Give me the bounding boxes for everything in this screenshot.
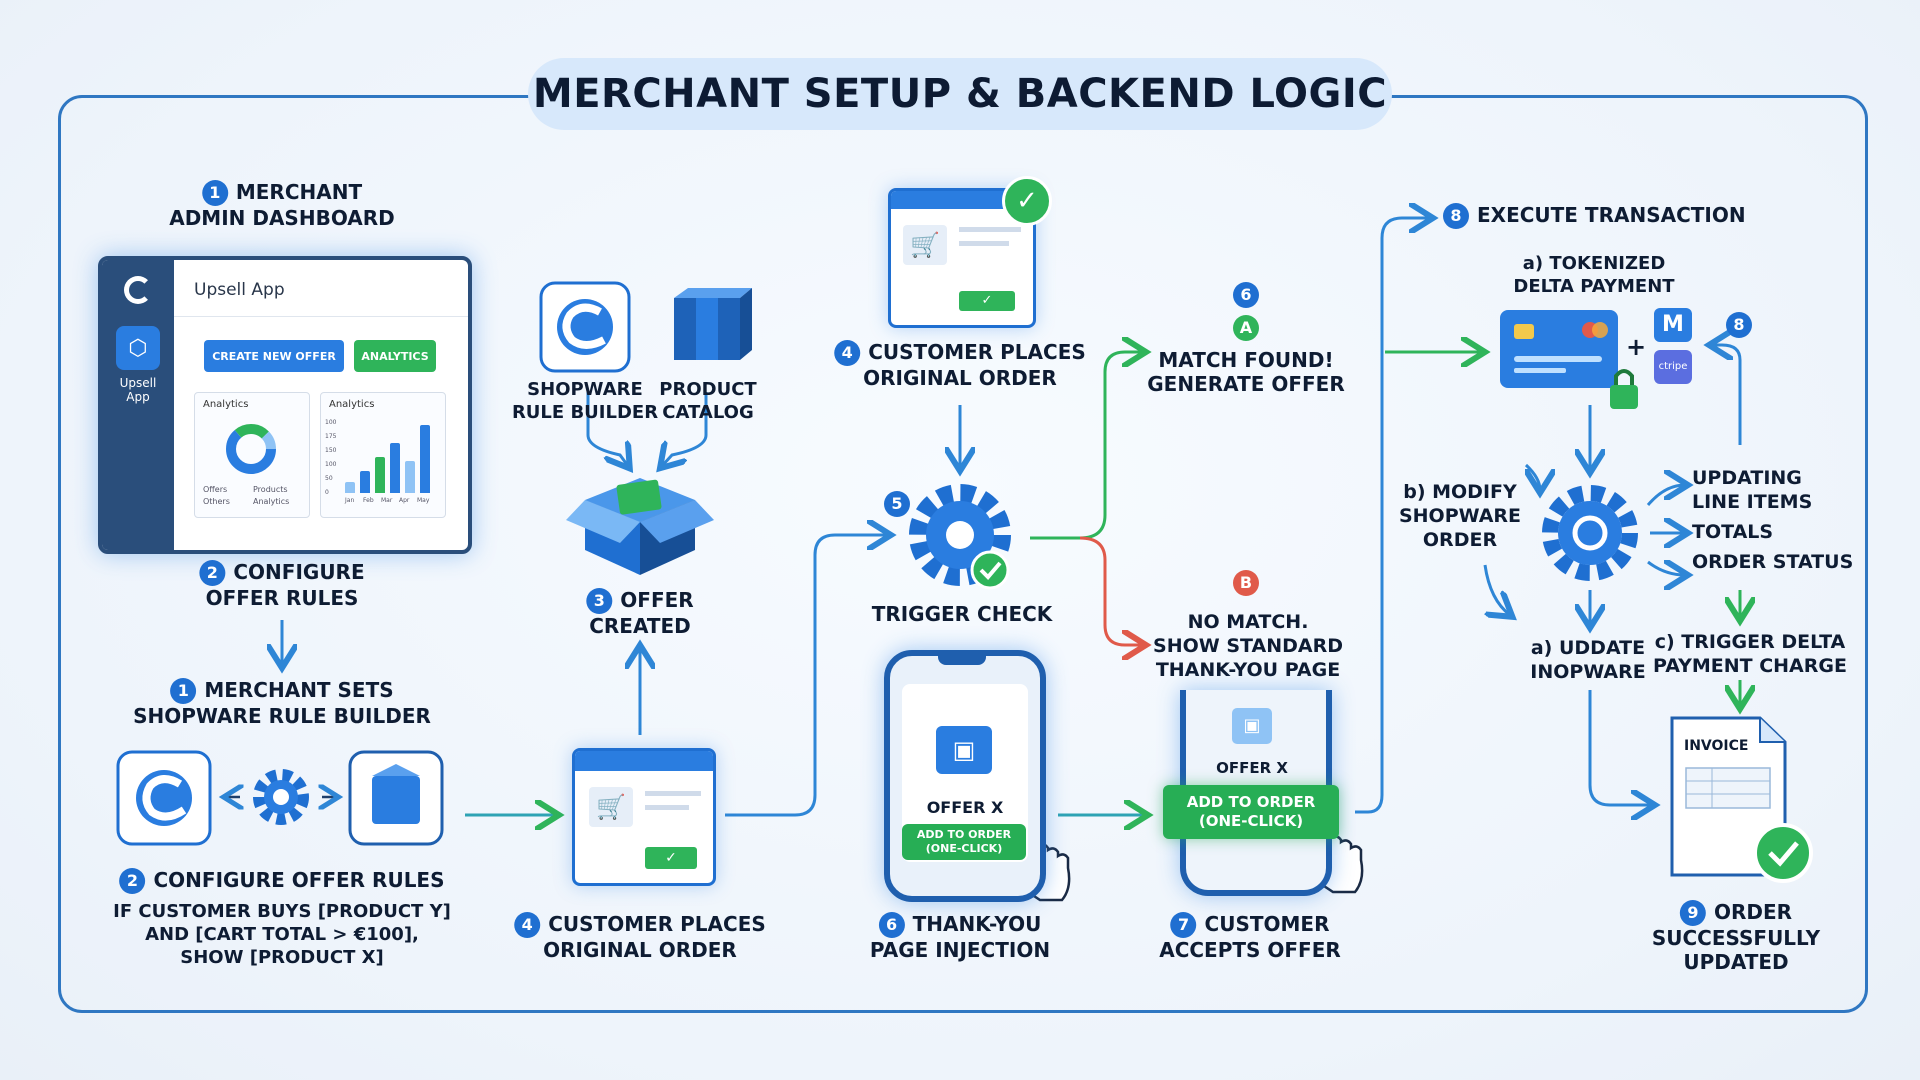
mini-month: Jan [345, 497, 355, 504]
trigger-gear-icon [909, 484, 1011, 590]
match-found-label: MATCH FOUND!GENERATE OFFER [1147, 348, 1345, 396]
step5-badge: 5 [884, 491, 910, 517]
confirm-check-button[interactable]: ✓ [959, 291, 1015, 311]
cart-icon: 🛒 [903, 225, 947, 265]
mini-bar [405, 460, 415, 493]
modify-gear-icon [1542, 485, 1638, 581]
shopware-logo-icon [539, 281, 631, 373]
mini-tick: 100 [325, 461, 337, 468]
package-small-icon [348, 750, 444, 846]
lock-icon [1610, 369, 1638, 409]
arrow-accept-to-exec [1355, 218, 1430, 814]
upsell-app-icon[interactable]: ⬡ [116, 326, 160, 370]
dashboard-title: Upsell App [194, 280, 285, 300]
page-title: MERCHANT SETUP & BACKEND LOGIC [528, 58, 1392, 130]
output-totals: TOTALS [1692, 521, 1774, 543]
order-card-bottom: 🛒 ✓ [572, 748, 716, 886]
add-to-order-button[interactable]: ADD TO ORDER(ONE-CLICK) [902, 824, 1026, 860]
arrow-modify-down [1483, 564, 1510, 615]
offer-box-icon: ▣ [1232, 708, 1272, 744]
create-new-offer-button[interactable]: CREATE NEW OFFER [204, 340, 344, 372]
check-badge-icon: ✓ [1002, 176, 1052, 226]
mini-tick: 175 [325, 433, 337, 440]
arrow-out-1 [1646, 485, 1685, 506]
invoice-icon [1670, 716, 1813, 883]
output-order-status: ORDER STATUS [1692, 551, 1854, 573]
mini-bar [360, 471, 370, 493]
analytics-donut-panel: Analytics Offers Products Others Analyti… [194, 392, 310, 518]
m-provider-icon: M [1654, 308, 1692, 342]
analytics-button[interactable]: ANALYTICS [354, 340, 436, 372]
mini-tick: 0 [325, 489, 329, 496]
cart-icon: 🛒 [589, 787, 633, 827]
mini-month: Apr [399, 497, 410, 504]
arrow-modify-in [1524, 463, 1540, 490]
product-catalog-icon [674, 288, 752, 360]
bar-chart [345, 421, 437, 493]
shopware-logo-icon [124, 276, 152, 304]
arrow-update-to-invoice [1588, 690, 1652, 805]
no-match-b-badge: B [1233, 570, 1259, 596]
stripe-provider-icon: ctripe [1654, 350, 1692, 384]
arrow-out-3 [1647, 562, 1685, 575]
mini-month: Mar [381, 497, 393, 504]
step6-badge: 6 [1233, 282, 1259, 308]
mini-tick: 50 [325, 475, 333, 482]
arrow-rb-to-box [586, 392, 628, 466]
donut-chart [226, 424, 276, 474]
arrow-to-match [1030, 352, 1143, 540]
mini-month: Feb [363, 497, 374, 504]
mini-bar [375, 457, 385, 493]
confirm-check-button[interactable]: ✓ [645, 847, 697, 869]
gear-small-icon [253, 769, 309, 825]
offer-box-icon [566, 478, 714, 575]
credit-card-icon [1500, 310, 1618, 388]
mini-tick: 100 [325, 419, 337, 426]
thank-you-phone: ▣ OFFER X ADD TO ORDER(ONE-CLICK) [884, 650, 1046, 902]
match-a-badge: A [1233, 315, 1259, 341]
offer-x-label: OFFER X [1216, 759, 1288, 777]
mini-month: May [417, 497, 430, 504]
arrow-status-up [1712, 345, 1742, 445]
mini-bar [390, 442, 400, 493]
mini-bar [345, 482, 355, 493]
arrow-to-nomatch [1079, 536, 1143, 645]
step5-label: TRIGGER CHECK [871, 602, 1053, 626]
arrow-order-to-trigger [725, 535, 888, 817]
offer-box-icon: ▣ [936, 726, 992, 774]
mini-bar [420, 424, 430, 493]
step8-right-badge: 8 [1726, 312, 1752, 338]
mini-tick: 150 [325, 447, 337, 454]
shopware-small-icon [116, 750, 212, 846]
arrow-cat-to-box [662, 392, 708, 466]
plus-sign: + [1625, 333, 1647, 361]
add-to-order-button-2[interactable]: ADD TO ORDER(ONE-CLICK) [1163, 785, 1339, 839]
offer-x-label: OFFER X [926, 798, 1004, 817]
invoice-label: INVOICE [1684, 738, 1749, 754]
